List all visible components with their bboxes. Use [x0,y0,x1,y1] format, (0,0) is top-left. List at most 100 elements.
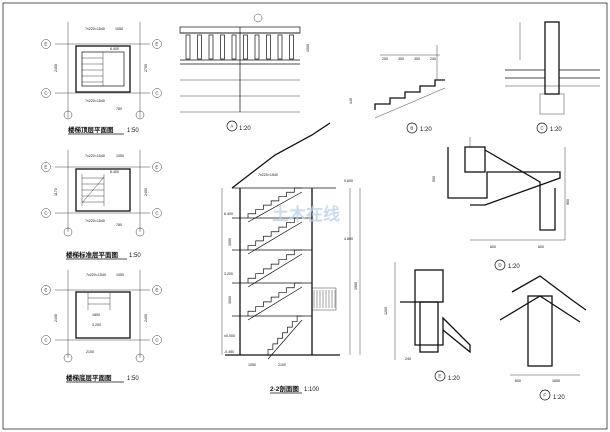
step-dim-240: 240 [430,57,436,61]
sec-dim-1900: 1900 [354,282,358,290]
ground-plan: 7x220=1540 1050 3.200 1890 2100 2400 240… [41,270,162,383]
baluster [266,34,271,60]
ridge-dim-600: 600 [515,379,521,383]
stair-flight [247,282,302,316]
sec-dim-2100: 2100 [278,363,286,367]
detail-c-label: C [540,126,543,131]
ground-axis-c-left: C [44,338,47,343]
sec-elev-3200: 3.200 [224,272,233,276]
roof-dim-top: 7x220=1540 [85,27,105,31]
stair-flight [247,187,302,218]
detail-e-label: E [438,374,441,379]
ground-axis-e-right: E [155,288,158,293]
standard-plan: 7x220=1540 1050 6.400 7x220=1540 780 117… [41,150,162,260]
std-dim-bottom-width: 780 [116,223,122,227]
section-2-2: 6.400 3.200 ±0.000 -0.450 9.600 4.800 7x… [221,122,361,394]
baluster [289,34,294,60]
beam-dim-900: 900 [566,199,570,205]
flight-soffit [267,319,303,360]
ground-dim-bottom: 2100 [86,350,94,354]
landing-beam-detail: 600 600 500 900 D 1:20 [432,137,570,271]
sec-dim-3000a: 3000 [228,238,232,246]
flight-soffit [247,191,303,223]
sec-elev-6400: 6.400 [224,212,233,216]
detail-a-label: A [230,124,233,129]
wall-footing-detail: C 1:20 [505,21,600,134]
std-dim-left: 1170 [54,188,58,196]
roof-dim-top-width: 1050 [115,27,123,31]
baluster [231,34,237,60]
stair-flight [247,249,302,283]
ground-dim-top: 7x220=1540 [86,273,106,277]
detail-d-label: D [498,263,501,268]
baluster [220,34,225,60]
roof-dim-bottom: 7x220=1540 [85,99,105,103]
ground-elev: 3.200 [92,323,101,327]
step-dim-300b: 300 [414,57,420,61]
std-dim-top: 7x220=1540 [85,154,105,158]
ground-axis-c-right: C [155,338,158,343]
sec-elev-n0450: -0.450 [224,350,234,354]
watermark-text: 土木在线 [272,204,340,225]
std-dim-bottom: 7x220=1540 [85,219,105,223]
roof-dim-bottom-width: 780 [116,107,122,111]
footing-dim-240: 240 [405,357,411,361]
stair-flight [247,217,302,250]
roof-plan: 7x220=1540 1050 6.400 7x220=1540 780 240… [41,22,162,135]
section-scale: 1:100 [304,387,320,393]
flight-soffit [247,253,303,288]
roof-plan-title: 楼梯顶层平面图 [68,125,114,134]
railing-height: 1000 [306,44,310,52]
roof-ridge-detail: 600 1650 F 1:20 [499,275,587,401]
beam-dim-500: 500 [432,176,436,182]
footing-dim-1200: 1200 [384,307,388,315]
ground-dim-right: 2400 [144,314,148,322]
ground-plan-scale: 1:50 [127,376,139,382]
ridge-dim-1650: 1650 [552,379,560,383]
stair-step-detail: 200 300 300 240 140 B 1:20 [349,45,446,134]
roof-dim-right: 2700 [144,64,148,72]
sec-elev-9600: 9.600 [344,179,353,183]
detail-a-scale: 1:20 [239,126,251,132]
baluster [208,34,214,60]
beam-dim-600a: 600 [490,245,496,249]
sec-dim-treads: 7x220=1540 [258,173,278,177]
sec-dim-3000b: 3000 [228,296,232,304]
std-axis-e-left: E [44,165,47,170]
roof-axis-e-left: E [44,42,47,47]
ground-axis-e-left: E [44,288,47,293]
sec-dim-1050: 1050 [248,363,256,367]
baluster [277,34,283,60]
footing-detail: 1200 240 E 1:20 [384,262,471,382]
baluster [254,34,260,60]
ground-dim-1890: 1890 [92,313,100,317]
detail-d-scale: 1:20 [508,264,520,270]
roof-dim-left: 2400 [54,64,58,72]
ground-dim-left: 2400 [54,314,58,322]
std-axis-c-right: C [155,211,158,216]
beam-dim-600b: 600 [538,245,544,249]
std-axis-c-left: C [44,211,47,216]
railing-elevation: 1000 A 1:20 [179,13,310,132]
roof-axis-c-left: C [44,91,47,96]
baluster [197,34,202,60]
stair-flight [267,315,302,355]
sec-elev-4800: 4.800 [344,237,353,241]
standard-plan-title: 楼梯标准层平面图 [66,250,119,259]
section-title: 2-2剖面图 [270,384,299,393]
standard-plan-scale: 1:50 [129,253,141,259]
detail-c-scale: 1:20 [550,127,562,133]
detail-f-label: F [543,393,546,398]
std-dim-top-width: 1050 [116,154,124,158]
step-dim-200: 200 [382,57,388,61]
baluster [243,34,248,60]
step-dim-140: 140 [349,98,353,104]
flight-soffit [247,221,303,255]
detail-b-label: B [410,126,413,131]
flight-soffit [247,286,303,321]
step-dim-300a: 300 [398,57,404,61]
roof-elev: 6.400 [110,47,119,51]
ground-plan-title: 楼梯底层平面图 [66,373,112,382]
